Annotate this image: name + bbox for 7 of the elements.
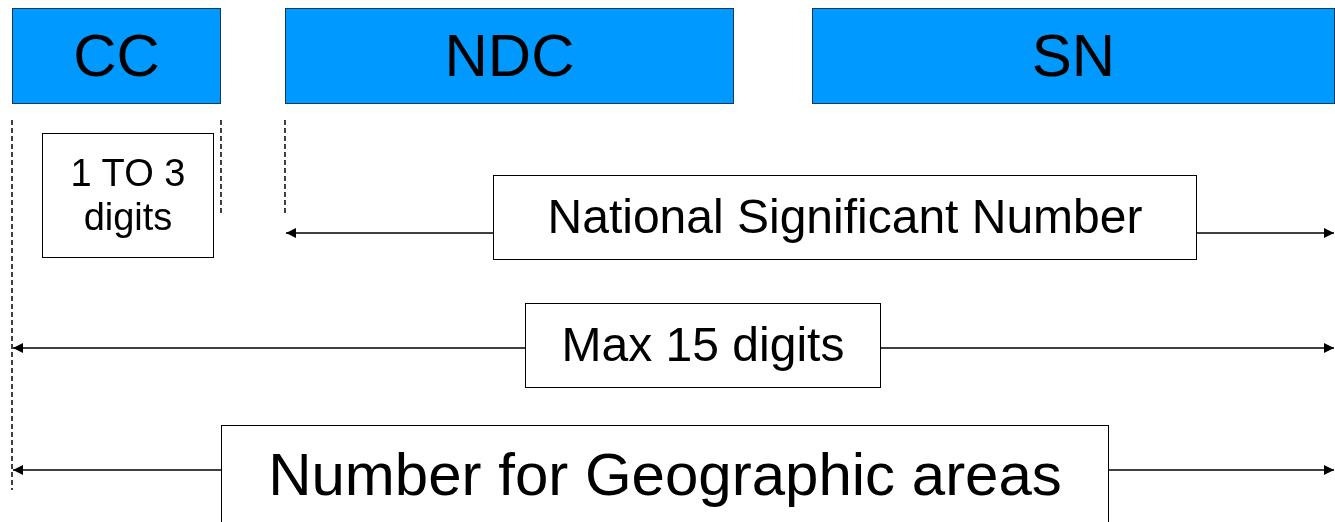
length-label-box: Number for Geographic areas — [221, 425, 1109, 522]
length-label-box: 1 TO 3 digits — [42, 133, 214, 258]
number-part-box: SN — [812, 8, 1335, 104]
number-part-box: NDC — [285, 8, 734, 104]
length-label-box: Max 15 digits — [525, 303, 881, 388]
length-label-box: National Significant Number — [493, 175, 1197, 260]
number-part-box: CC — [12, 8, 221, 104]
